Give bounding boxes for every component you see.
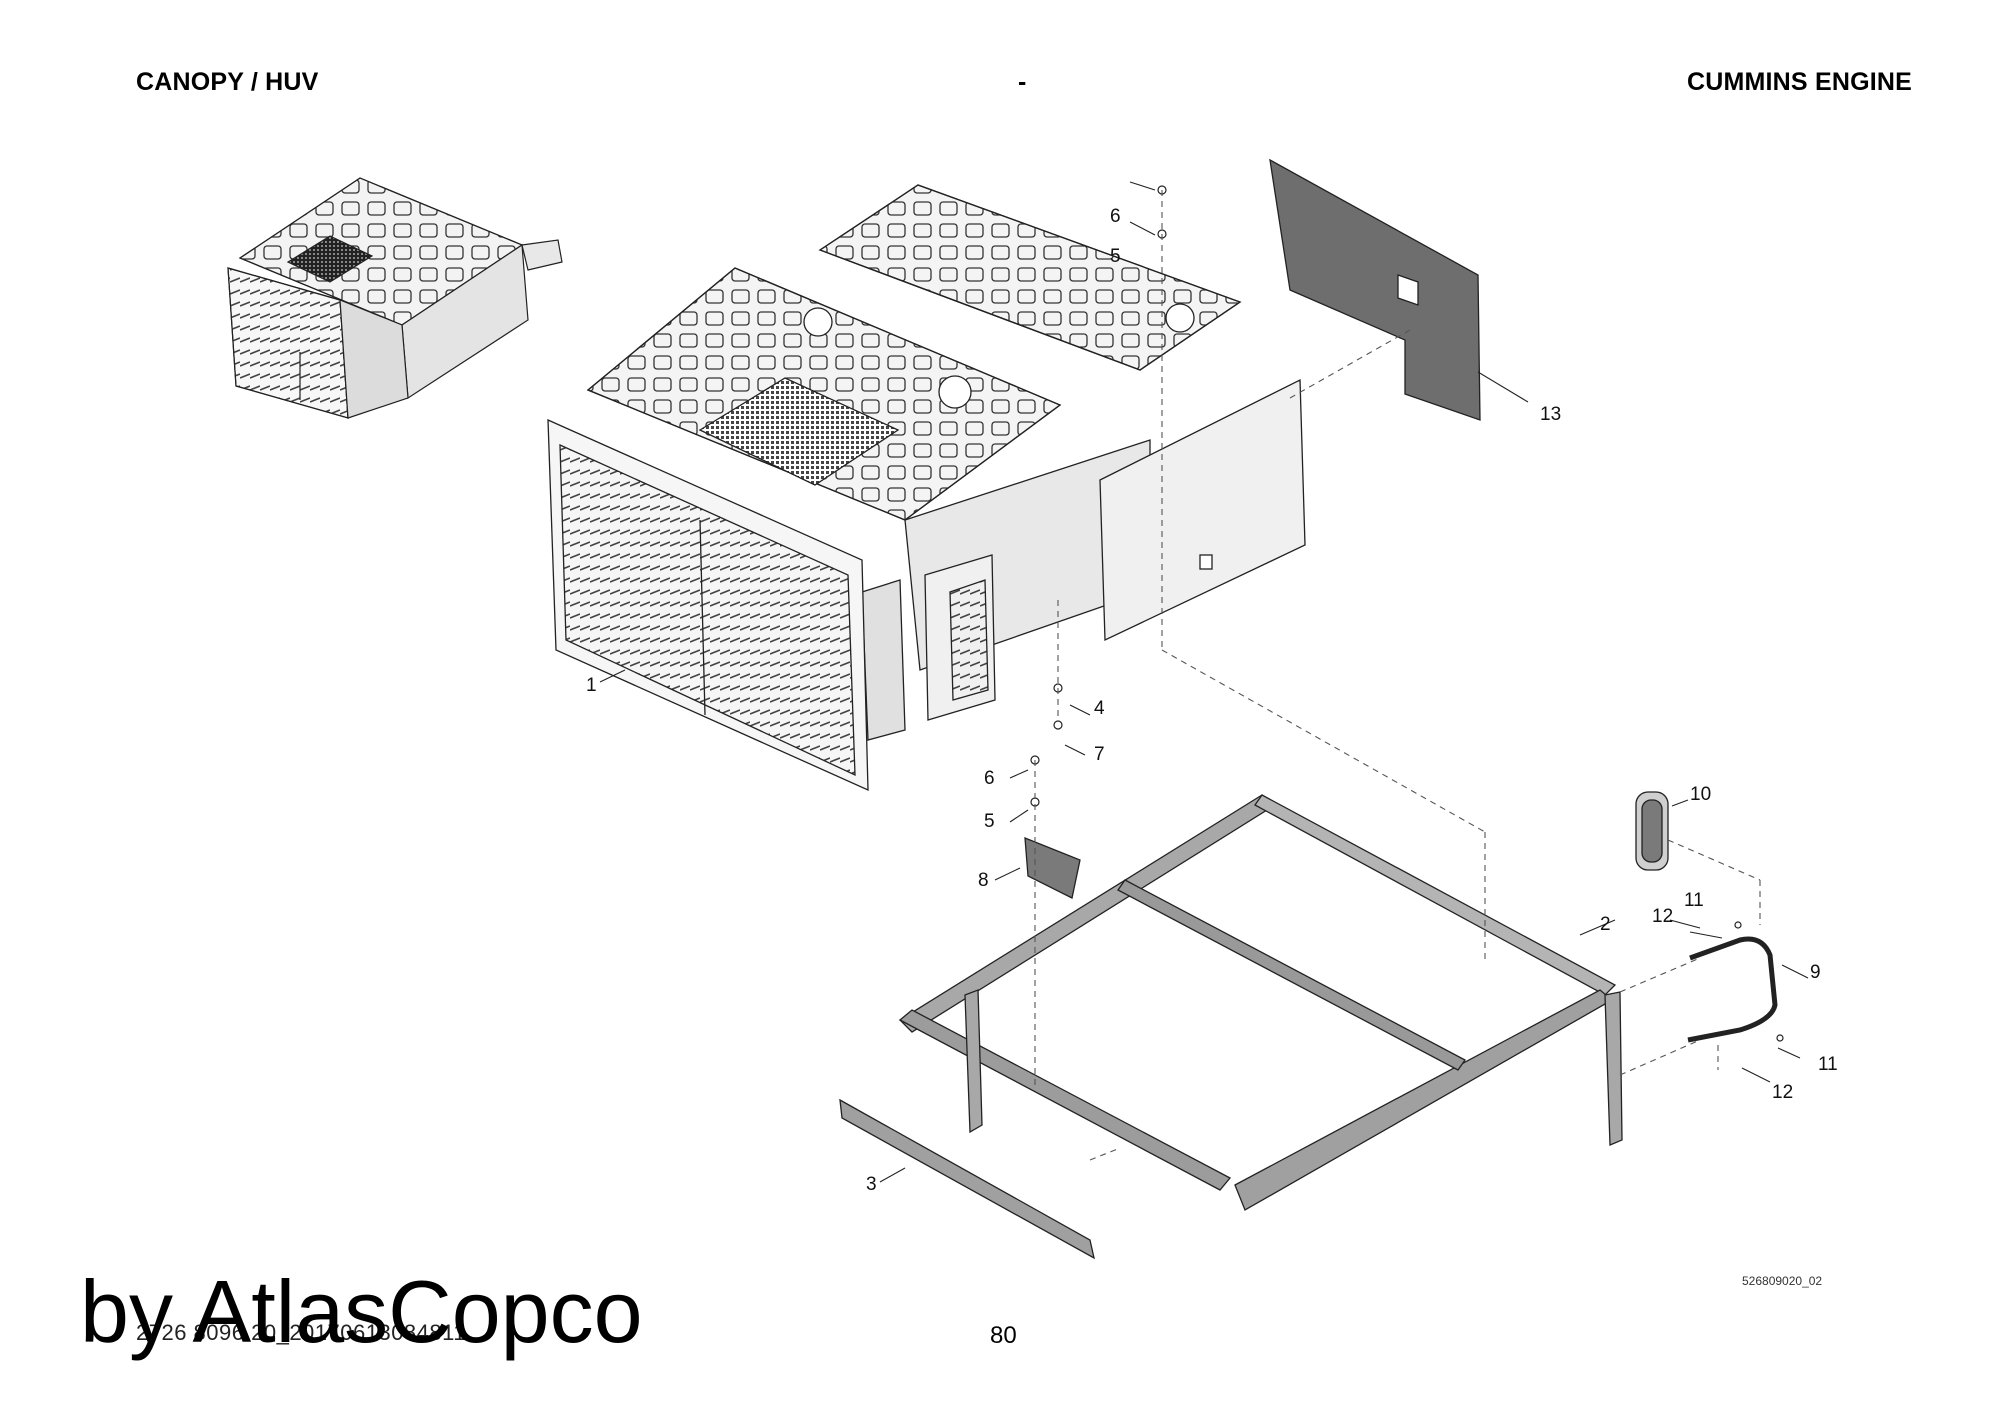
drawing-id: 526809020_02	[1742, 1274, 1823, 1288]
callout-11-top: 11	[1684, 890, 1704, 911]
assembled-canopy-overview	[227, 177, 563, 419]
page-number: 80	[990, 1322, 1017, 1349]
callout-12-top: 12	[1652, 906, 1673, 927]
canopy-main-body	[547, 184, 1306, 792]
callout-6-top: 6	[1110, 206, 1121, 227]
callout-5-top: 5	[1110, 246, 1121, 267]
side-cover-panel	[1269, 158, 1481, 421]
assembly-lines	[1034, 190, 1761, 1161]
callout-10: 10	[1690, 784, 1711, 805]
document-number: 2726 8096 20_20170613084811	[136, 1320, 466, 1345]
mirror	[1635, 791, 1669, 871]
callout-8: 8	[978, 870, 989, 891]
header-title-right: CUMMINS ENGINE	[1686, 68, 1912, 96]
header-title-left: CANOPY / HUV	[136, 68, 319, 96]
bracket	[1024, 837, 1081, 899]
callout-13: 13	[1540, 404, 1561, 425]
front-rail	[839, 1098, 1095, 1260]
callout-9: 9	[1810, 962, 1821, 983]
callout-3: 3	[866, 1174, 877, 1195]
mirror-arm	[1687, 936, 1778, 1043]
callout-5-bottom: 5	[984, 811, 995, 832]
base-frame	[898, 794, 1623, 1211]
watermark: by AtlasCopco	[80, 1262, 643, 1361]
callout-4: 4	[1094, 698, 1105, 719]
leader-lines	[599, 181, 1809, 1183]
fasteners	[1030, 185, 1784, 1042]
callout-11-bottom: 11	[1818, 1054, 1838, 1075]
callout-12-bottom: 12	[1772, 1082, 1793, 1103]
callout-7: 7	[1094, 744, 1105, 765]
header-title-center: -	[1018, 68, 1027, 96]
callout-1: 1	[586, 675, 597, 696]
callout-6-bottom: 6	[984, 768, 995, 789]
callout-2: 2	[1600, 914, 1611, 935]
